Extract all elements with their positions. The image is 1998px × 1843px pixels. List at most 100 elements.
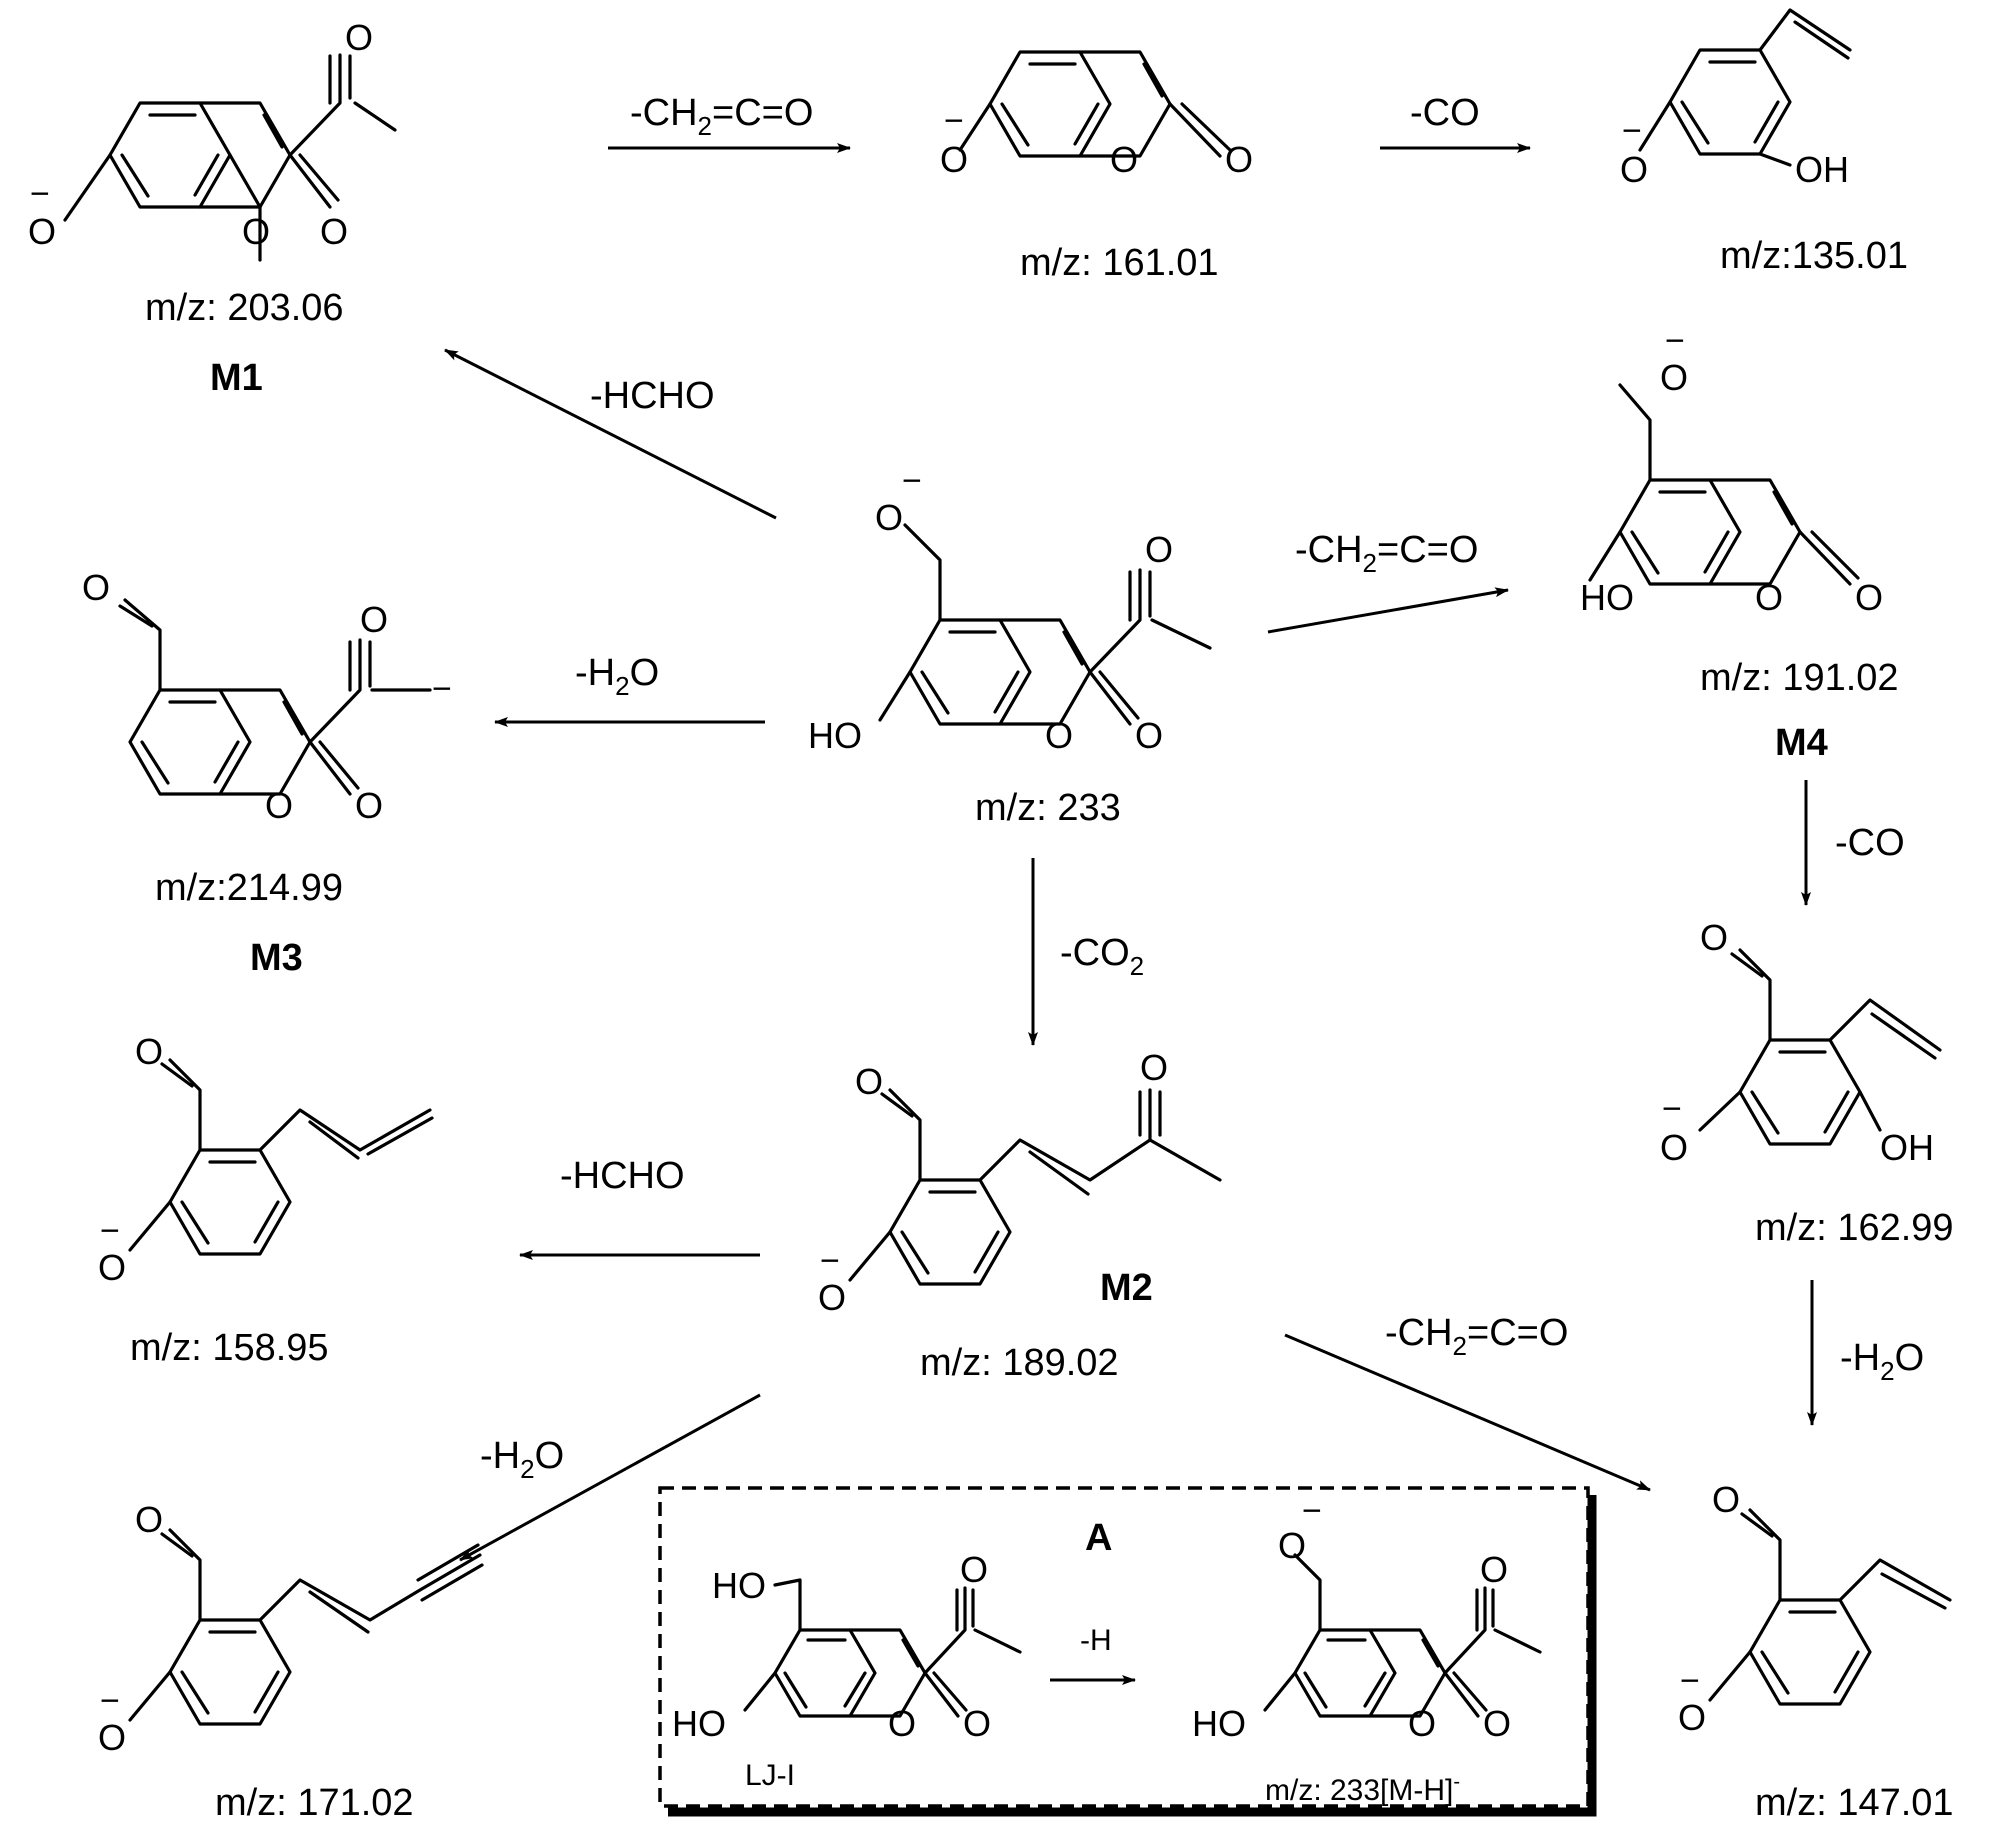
- loss-ketene-2: -CH2=C=O: [1295, 529, 1478, 578]
- inset-loss-label: -H: [1080, 1624, 1112, 1657]
- m158-negative-charge: −: [100, 1212, 120, 1250]
- loss-h2o-1: -H2O: [575, 652, 659, 701]
- m1-ketone-oxygen: O: [345, 17, 373, 58]
- m4-negative-charge: −: [1665, 322, 1685, 360]
- m3-lactone-oxygen: O: [355, 785, 383, 826]
- loss-h2o-2: -H2O: [480, 1435, 564, 1484]
- loss-hcho-2: -HCHO: [560, 1155, 685, 1197]
- arrow-parent-to-m4: [1267, 587, 1509, 634]
- m161-ring-oxygen: O: [1110, 139, 1138, 180]
- m162-mz-label: m/z: 162.99: [1755, 1207, 1954, 1249]
- m135-hydroxyl: OH: [1795, 149, 1849, 190]
- m1-structure: O O O O −: [28, 17, 397, 262]
- parent-alkoxide-oxygen: O: [875, 497, 903, 538]
- parent-mz-label: m/z: 233: [975, 787, 1121, 829]
- m3-mz-label: m/z:214.99: [155, 867, 343, 909]
- m2-ketone-oxygen: O: [1140, 1047, 1168, 1088]
- inset-product-alkoxide-oxygen: O: [1278, 1525, 1306, 1566]
- parent-ketone-oxygen: O: [1145, 529, 1173, 570]
- m161-negative-charge: −: [944, 102, 964, 140]
- inset-product-ring-oxygen: O: [1408, 1703, 1436, 1744]
- parent-lactone-oxygen: O: [1135, 715, 1163, 756]
- inset-product-negative-charge: −: [1302, 1492, 1322, 1530]
- m3-compound-label: M3: [250, 937, 303, 979]
- m2-mz-label: m/z: 189.02: [920, 1342, 1119, 1384]
- m4-hydroxyl: HO: [1580, 577, 1634, 618]
- m1-phenoxide-oxygen: O: [28, 211, 56, 252]
- inset-a: A HO O O O HO LJ-I -H: [658, 1486, 1597, 1817]
- lji-ketone-oxygen: O: [960, 1549, 988, 1590]
- m158-phenoxide-oxygen: O: [98, 1247, 126, 1288]
- inset-a-title: A: [1085, 1517, 1112, 1559]
- inset-product-ketone-oxygen: O: [1480, 1549, 1508, 1590]
- m171-phenoxide-oxygen: O: [98, 1717, 126, 1758]
- arrow-parent-to-m1: [444, 348, 777, 520]
- m147-aldehyde-oxygen: O: [1712, 1479, 1740, 1520]
- loss-ketene-3: -CH2=C=O: [1385, 1312, 1568, 1361]
- m2-phenoxide-oxygen: O: [818, 1277, 846, 1318]
- m171-mz-label: m/z: 171.02: [215, 1782, 414, 1824]
- parent-negative-charge: −: [902, 462, 922, 500]
- m4-ring-oxygen: O: [1755, 577, 1783, 618]
- m162-structure: O OH O −: [1660, 917, 1942, 1168]
- arrow-m2-to-m171: [459, 1393, 761, 1562]
- m4-mz-label: m/z: 191.02: [1700, 657, 1899, 699]
- parent-ring-oxygen: O: [1045, 715, 1073, 756]
- m135-mz-label: m/z:135.01: [1720, 235, 1908, 277]
- m161-structure: O O O −: [940, 50, 1253, 180]
- inset-product-lactone-oxygen: O: [1483, 1703, 1511, 1744]
- parent-structure: O O O HO O −: [808, 462, 1212, 756]
- loss-co2: -CO2: [1060, 932, 1144, 981]
- parent-hydroxyl: HO: [808, 715, 862, 756]
- lji-lactone-oxygen: O: [963, 1703, 991, 1744]
- loss-co-2: -CO: [1835, 822, 1905, 864]
- m162-hydroxyl: OH: [1880, 1127, 1934, 1168]
- lji-structure: HO O O O HO: [672, 1549, 1022, 1744]
- m171-structure: O O −: [98, 1499, 484, 1758]
- m158-aldehyde-oxygen: O: [135, 1031, 163, 1072]
- m2-compound-label: M2: [1100, 1267, 1153, 1309]
- lji-label: LJ-I: [745, 1759, 795, 1792]
- m135-negative-charge: −: [1622, 112, 1642, 150]
- m3-ketone-oxygen: O: [360, 599, 388, 640]
- inset-a-border: [658, 1486, 1590, 1808]
- m1-lactone-oxygen: O: [320, 211, 348, 252]
- m161-phenoxide-oxygen: O: [940, 139, 968, 180]
- m135-phenoxide-oxygen: O: [1620, 149, 1648, 190]
- m147-mz-label: m/z: 147.01: [1755, 1782, 1954, 1824]
- m161-mz-label: m/z: 161.01: [1020, 242, 1219, 284]
- m4-structure: O O HO O −: [1580, 322, 1883, 618]
- m1-compound-label: M1: [210, 357, 263, 399]
- m158-structure: O O −: [98, 1031, 434, 1288]
- m3-ring-oxygen: O: [265, 785, 293, 826]
- loss-h2o-3: -H2O: [1840, 1337, 1924, 1386]
- m158-mz-label: m/z: 158.95: [130, 1327, 329, 1369]
- m2-negative-charge: −: [820, 1242, 840, 1280]
- m1-negative-charge: −: [30, 175, 50, 213]
- lji-hydroxyl: HO: [672, 1703, 726, 1744]
- m162-aldehyde-oxygen: O: [1700, 917, 1728, 958]
- m4-alkoxide-oxygen: O: [1660, 357, 1688, 398]
- loss-co-1: -CO: [1410, 92, 1480, 134]
- m147-structure: O O −: [1678, 1479, 1952, 1738]
- m2-structure: O O O −: [818, 1047, 1222, 1318]
- m171-aldehyde-oxygen: O: [135, 1499, 163, 1540]
- m161-lactone-oxygen: O: [1225, 139, 1253, 180]
- m162-negative-charge: −: [1662, 1090, 1682, 1128]
- lji-hydroxymethyl: HO: [712, 1565, 766, 1606]
- loss-ketene-1: -CH2=C=O: [630, 92, 813, 141]
- inset-product-structure: O − O O O HO: [1192, 1492, 1542, 1744]
- m147-negative-charge: −: [1680, 1662, 1700, 1700]
- m3-negative-charge: −: [432, 670, 452, 708]
- loss-hcho-1: -HCHO: [590, 375, 715, 417]
- arrow-m2-to-m147: [1284, 1333, 1651, 1492]
- lji-ring-oxygen: O: [888, 1703, 916, 1744]
- m3-aldehyde-oxygen: O: [82, 567, 110, 608]
- m3-structure: O O O O −: [82, 567, 452, 826]
- m135-structure: OH O −: [1620, 8, 1852, 190]
- m162-phenoxide-oxygen: O: [1660, 1127, 1688, 1168]
- m2-aldehyde-oxygen: O: [855, 1061, 883, 1102]
- m147-phenoxide-oxygen: O: [1678, 1697, 1706, 1738]
- m4-lactone-oxygen: O: [1855, 577, 1883, 618]
